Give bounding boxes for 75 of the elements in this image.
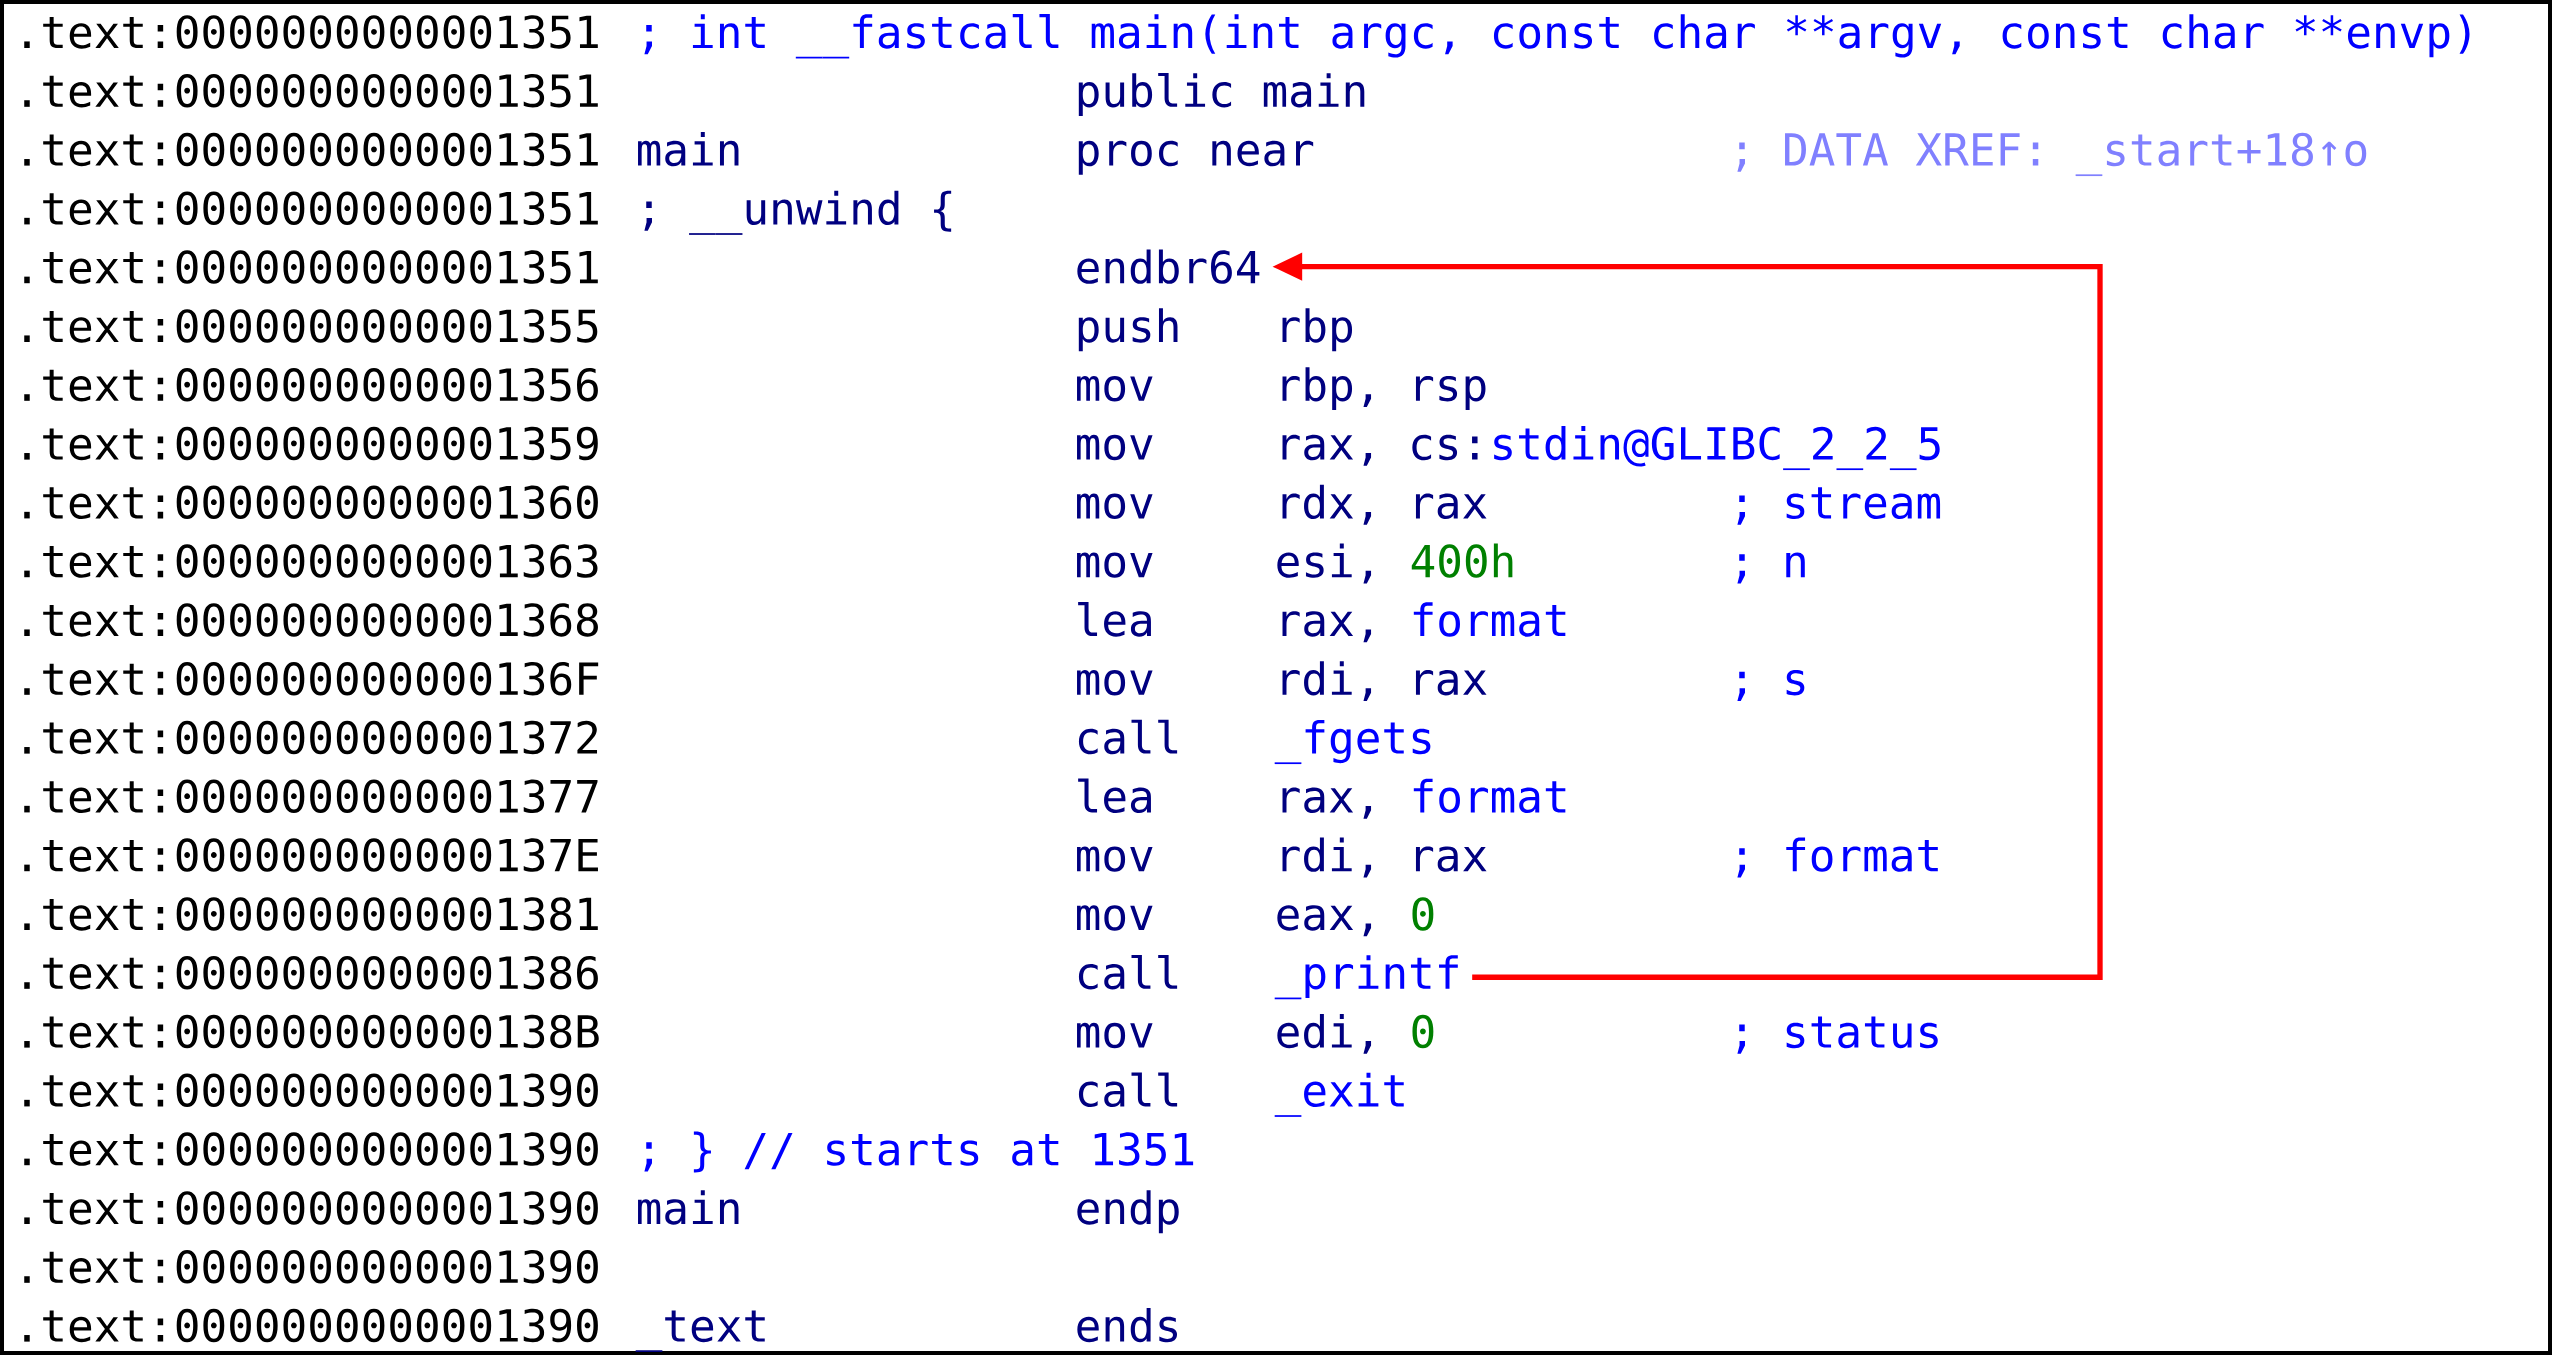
operand-text: 0 (1412, 897, 1434, 931)
address-text: .text:0000000000001390 (24, 1249, 598, 1284)
instruction-text: call (1078, 1072, 1178, 1108)
instruction-text: mov (1077, 552, 1153, 578)
instruction-text: mov (1077, 434, 1153, 461)
operand-text: rdi, rax (1282, 837, 1487, 878)
comment-text: ; status (1737, 1016, 1938, 1054)
operand-text: rax, cs: (1282, 434, 1478, 466)
address-text: .text:000000000000137E (24, 838, 598, 872)
comment-text: ; __unwind { (644, 190, 952, 235)
instruction-text: endp (1077, 1190, 1179, 1234)
instruction-text: mov (1077, 1022, 1153, 1049)
operand-text: rax, (1282, 787, 1372, 819)
function-name: _printf (1274, 955, 1458, 1000)
operand-text: 400h (1411, 543, 1513, 578)
address-text: .text:0000000000001390 (24, 1308, 598, 1343)
operand-text: _fgets (1274, 719, 1431, 765)
address-text: .text:0000000000001351 (24, 15, 598, 49)
address-text: .text:0000000000001355 (24, 309, 598, 343)
instruction-text: proc near (1078, 140, 1314, 175)
comment-text: ; s (1737, 670, 1805, 702)
comment-text: ; DATA XREF: _start+18↑o (1737, 132, 2367, 177)
instruction-text: mov (1077, 905, 1153, 931)
operand-text: format (1413, 602, 1566, 637)
label-text: _text (635, 1310, 765, 1353)
address-text: .text:0000000000001351 (24, 191, 598, 226)
address-text: .text:0000000000001351 (24, 132, 598, 167)
label-text: main (638, 131, 739, 167)
address-text: .text:0000000000001377 (24, 779, 598, 814)
instruction-text: mov (1077, 376, 1153, 402)
address-text: .text:0000000000001390 (24, 1073, 598, 1108)
operand-text: 0 (1412, 1014, 1434, 1049)
address-text: .text:0000000000001390 (24, 1132, 598, 1166)
address-text: .text:0000000000001372 (24, 720, 597, 755)
operand-text: rax, (1282, 611, 1372, 643)
operand-text: format (1413, 778, 1566, 814)
instruction-text: push (1078, 308, 1178, 352)
operand-text: rdi, rax (1282, 661, 1487, 702)
address-text: .text:0000000000001363 (24, 544, 598, 578)
comment-text: ; int __fastcall main(int argc, const char **argv, (644, 14, 1960, 59)
address-text: .text:0000000000001368 (24, 603, 598, 637)
address-text: .text:0000000000001381 (24, 897, 598, 931)
instruction-text: mov (1077, 846, 1153, 872)
address-text: .text:0000000000001359 (24, 426, 598, 461)
instruction-text: ends (1077, 1307, 1177, 1343)
instruction-text: call (1078, 719, 1178, 755)
address-text: .text:0000000000001390 (24, 1191, 598, 1225)
address-text: .text:0000000000001351 (24, 73, 598, 108)
comment-text: ; stream (1737, 487, 1941, 525)
instruction-text: endbr64 (1077, 249, 1260, 284)
instruction-text: call (1078, 954, 1178, 990)
instruction-text: mov (1077, 493, 1153, 520)
address-text: .text:000000000000138B (24, 1014, 599, 1049)
address-text: .text:0000000000001351 (24, 250, 598, 284)
address-text: .text:0000000000001360 (24, 485, 598, 520)
operand-text: rdx, rax (1282, 484, 1487, 525)
instruction-text: lea (1078, 602, 1151, 637)
operand-text: rbp, rsp (1282, 367, 1486, 410)
operand-text: esi, (1277, 543, 1372, 584)
comment-text: ; format (1737, 837, 1938, 878)
comment-text: const char **envp) (2002, 14, 2470, 58)
label-text: main (638, 1190, 739, 1225)
address-text: .text:0000000000001386 (24, 955, 598, 990)
instruction-text: lea (1078, 778, 1151, 814)
address-text: .text:0000000000001356 (24, 367, 598, 402)
instruction-text: mov (1077, 670, 1153, 696)
operand-text: edi, (1277, 1013, 1372, 1054)
comment-text: ; n (1737, 552, 1805, 584)
operand-text: rbp (1282, 308, 1353, 352)
comment-text: ; } // starts at 1351 (644, 1131, 1194, 1173)
operand-text: stdin@GLIBC_2_2_5 (1494, 425, 1940, 471)
instruction-text: public main (1078, 72, 1365, 116)
operand-text: _exit (1274, 1072, 1404, 1117)
address-text: .text:000000000000136F (24, 661, 599, 696)
operand-text: eax, (1277, 905, 1372, 937)
